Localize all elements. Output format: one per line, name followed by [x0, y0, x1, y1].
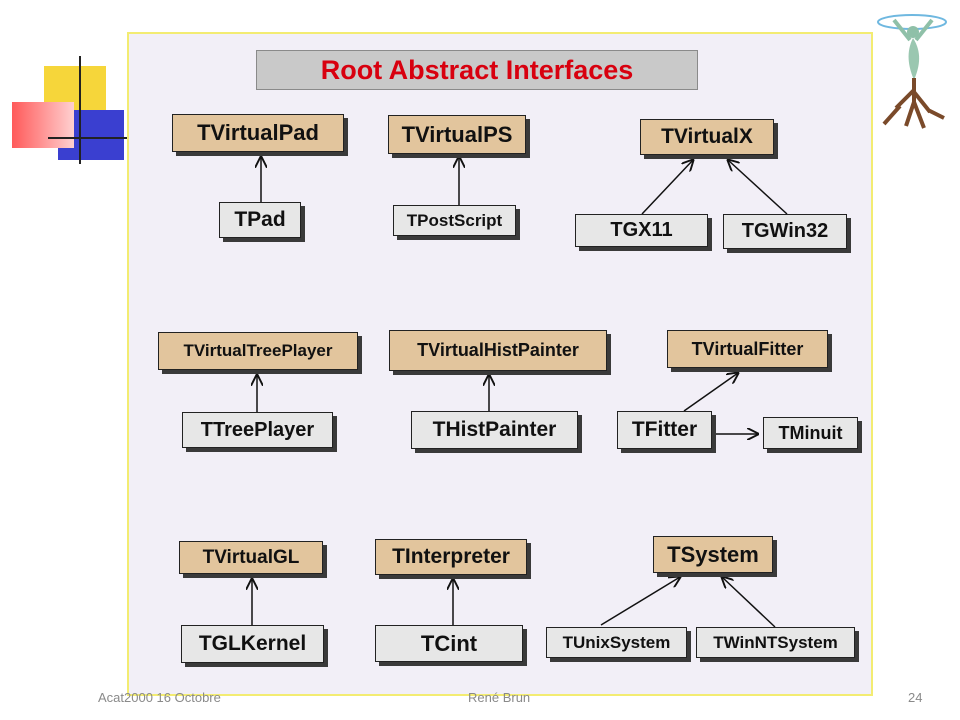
- tpostscript-box: TPostScript: [393, 205, 516, 236]
- page-number: 24: [908, 690, 923, 705]
- arrow-twinntsystem-to-tsystem: [722, 577, 776, 628]
- thistpainter-box: THistPainter: [411, 411, 578, 449]
- decor-vertical-line: [79, 56, 81, 164]
- root-tree-figure-icon: [877, 14, 947, 129]
- decor-red-square: [12, 102, 74, 148]
- decor-horizontal-line: [48, 137, 128, 139]
- tsystem-box: TSystem: [653, 536, 773, 573]
- tvirtualgl-box: TVirtualGL: [179, 541, 323, 574]
- arrow-tunixsystem-to-tsystem: [600, 577, 680, 626]
- tinterpreter-box: TInterpreter: [375, 539, 527, 575]
- tvirtualps-box: TVirtualPS: [388, 115, 526, 154]
- tcint-box: TCint: [375, 625, 523, 662]
- arrow-tgwin32-to-tvirtualx: [728, 160, 788, 215]
- title-box: Root Abstract Interfaces: [256, 50, 698, 90]
- tglkernel-box: TGLKernel: [181, 625, 324, 663]
- tpad-box: TPad: [219, 202, 301, 238]
- tfitter-box: TFitter: [617, 411, 712, 449]
- tvirtualhistpainter-box: TVirtualHistPainter: [389, 330, 607, 371]
- twinntsystem-box: TWinNTSystem: [696, 627, 855, 658]
- page-title: Root Abstract Interfaces: [320, 54, 634, 85]
- tvirtualx-box: TVirtualX: [640, 119, 774, 155]
- footer-author: René Brun: [468, 690, 531, 705]
- tvirtualpad-box: TVirtualPad: [172, 114, 344, 152]
- tvirtualfitter-box: TVirtualFitter: [667, 330, 828, 368]
- tvirtualtreeplayer-box: TVirtualTreePlayer: [158, 332, 358, 370]
- tunixsystem-box: TUnixSystem: [546, 627, 687, 658]
- ttreeplayer-box: TTreePlayer: [182, 412, 333, 448]
- arrow-tfitter-to-tvirtualfitter: [683, 373, 738, 412]
- footer-left: Acat2000 16 Octobre: [98, 690, 221, 705]
- tgwin32-box: TGWin32: [723, 214, 847, 249]
- tminuit-box: TMinuit: [763, 417, 858, 449]
- arrow-tgx11-to-tvirtualx: [641, 160, 693, 215]
- tgx11-box: TGX11: [575, 214, 708, 247]
